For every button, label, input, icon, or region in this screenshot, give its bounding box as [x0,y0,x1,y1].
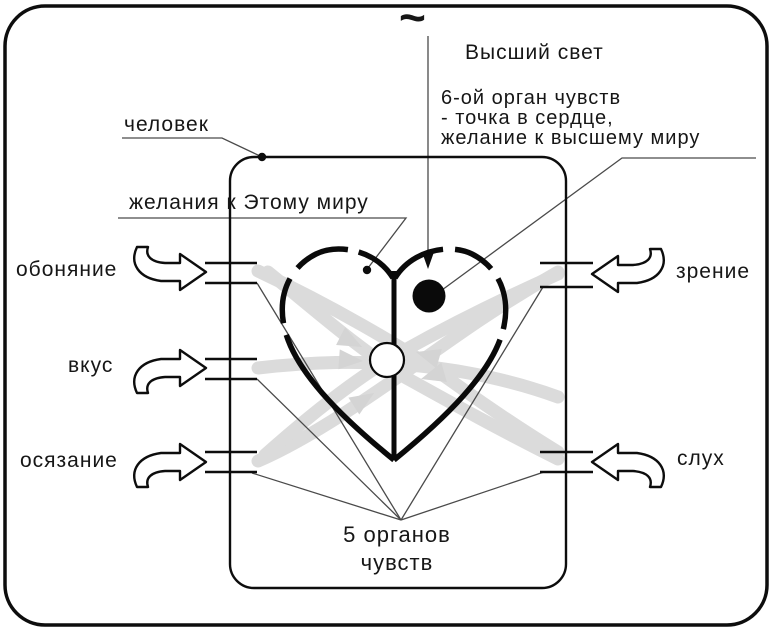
person-label: человек [124,113,209,136]
leader-lines [118,36,756,291]
flow-arrowhead-icon [416,349,442,369]
desires-leader-dot [362,265,372,275]
heart-center-circle [368,341,406,379]
sixth-sense-note: 6-ой орган чувств - точка в сердце, жела… [441,88,700,148]
sense-label-smell: обоняние [16,258,118,281]
hearing-arrow-icon [590,442,665,489]
sixth-sense-note-line2: - точка в сердце, [441,107,614,129]
desires-leader-line [118,217,408,269]
flow-arrowhead-icon [338,349,363,370]
sixth-sense-note-line1: 6-ой орган чувств [441,87,622,109]
five-senses-line1: 5 органов [343,522,451,547]
sense-arrows [133,245,665,489]
five-senses-line2: чувств [360,550,434,575]
smell-arrow-icon [133,245,208,292]
sight-arrow-icon [590,247,665,294]
sense-label-taste: вкус [68,354,114,377]
desire-flow-arrowheads [336,327,447,415]
heart-outline-right [392,246,509,463]
sense-label-touch: осязание [20,449,118,472]
higher-light-label: Высший свет [465,41,604,64]
person-leader-line [122,137,261,157]
fan-line-taste [256,378,402,521]
fan-line-touch [251,472,402,521]
sense-label-sight: зрение [676,260,750,283]
point-in-heart-dot [412,279,446,313]
desires-this-world-label: желания к Этому миру [129,191,369,214]
sixth-sense-leader-line [441,157,756,291]
sixth-sense-note-line3: желание к высшему миру [441,127,701,149]
fan-line-sight [400,286,544,521]
flow-arrowhead-icon [421,362,447,382]
five-senses-label: 5 органов чувств [297,521,497,577]
fan-line-hearing [400,471,545,521]
flow-arrowhead-icon [336,327,362,347]
flow-hearing-to-left [261,265,565,466]
higher-light-tilde-icon: ~ [399,0,426,43]
person-body-outline [228,155,568,590]
sense-label-hearing: слух [677,447,725,470]
sense-gates [205,261,593,474]
heart-outline-left [279,246,396,463]
flow-arrowhead-icon [348,393,374,415]
taste-arrow-icon [133,348,208,395]
outer-frame [3,4,769,627]
person-leader-dot [257,152,267,162]
five-senses-fan-lines [251,282,545,521]
touch-arrow-icon [133,442,208,489]
